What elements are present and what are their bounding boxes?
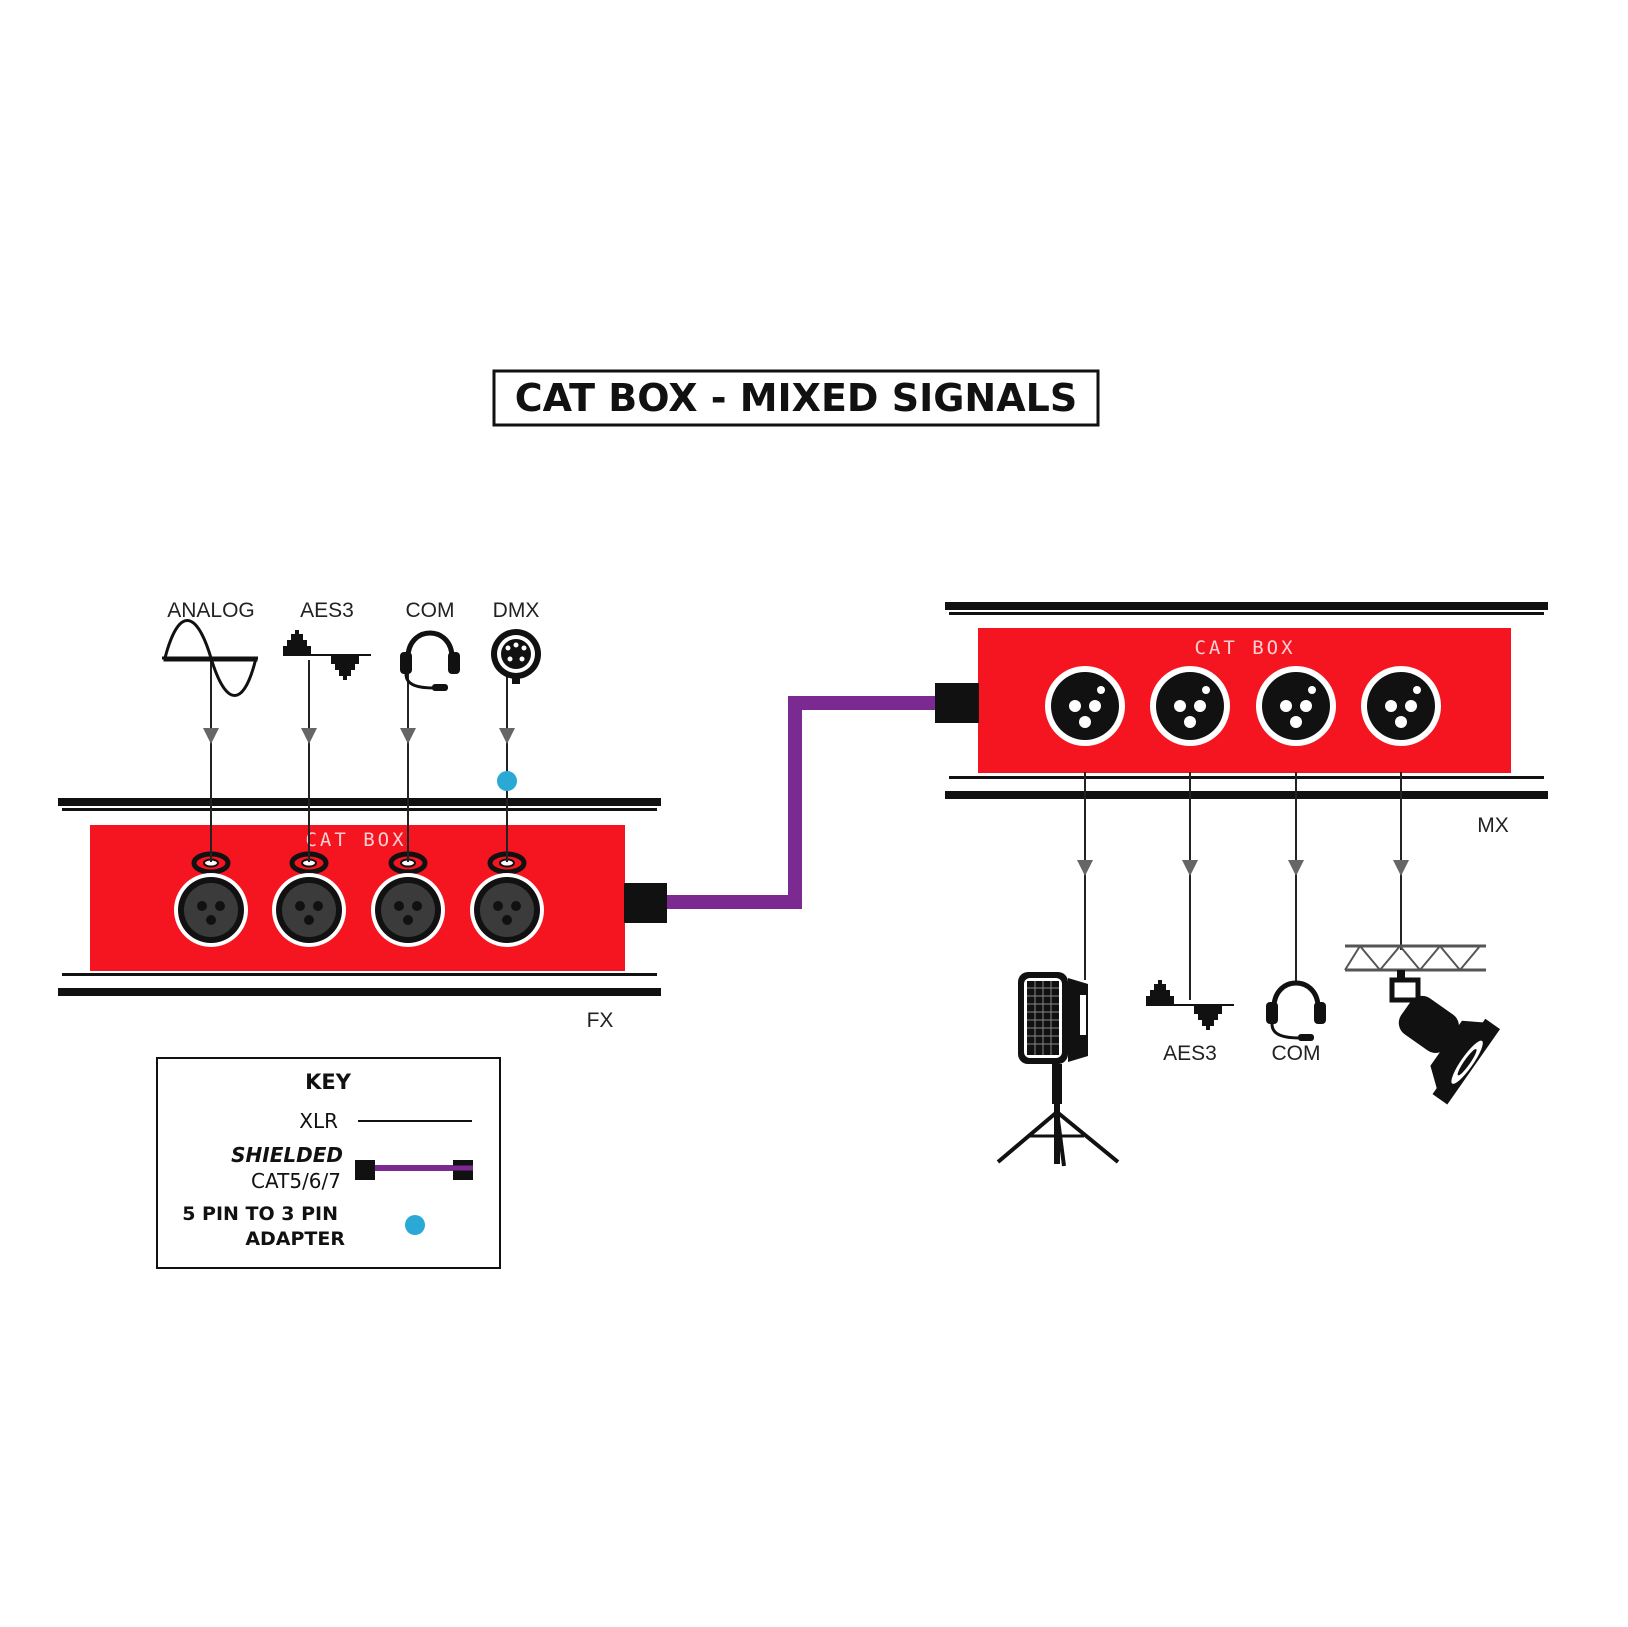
mx-xlr-jack-4 bbox=[1361, 666, 1441, 746]
arrow-down-out-2 bbox=[1182, 860, 1198, 876]
key-label-adapter-2: ADAPTER bbox=[245, 1228, 345, 1250]
shielded-cat-cable bbox=[667, 696, 938, 909]
fx-top-rail-inner bbox=[62, 808, 657, 811]
key-label-adapter-1: 5 PIN TO 3 PIN bbox=[182, 1203, 338, 1225]
key-label-xlr: XLR bbox=[299, 1109, 338, 1133]
mx-box-label: CAT BOX bbox=[1194, 637, 1295, 659]
key-label-shielded: SHIELDED bbox=[231, 1143, 343, 1167]
title-text: CAT BOX - MIXED SIGNALS bbox=[515, 376, 1077, 420]
input-label-aes3: AES3 bbox=[300, 599, 354, 622]
dmx-5pin-connector-icon bbox=[491, 629, 541, 684]
key-label-cat: CAT5/6/7 bbox=[251, 1169, 341, 1193]
key-title: KEY bbox=[305, 1070, 352, 1094]
stage-spotlight-on-truss-icon bbox=[1344, 944, 1501, 1105]
sine-wave-icon bbox=[163, 619, 258, 697]
fx-tag: FX bbox=[587, 1009, 614, 1032]
fx-ethernet-port bbox=[624, 883, 667, 923]
headset-icon bbox=[400, 633, 460, 691]
cat-cable bbox=[667, 696, 938, 909]
mx-bottom-rail bbox=[945, 791, 1548, 799]
input-label-analog: ANALOG bbox=[167, 599, 255, 622]
fx-bottom-rail bbox=[58, 988, 661, 996]
arrow-down-out-4 bbox=[1393, 860, 1409, 876]
input-label-com: COM bbox=[406, 599, 455, 622]
arrow-down-dmx bbox=[499, 728, 515, 744]
digital-signal-icon bbox=[283, 630, 371, 680]
mx-top-rail bbox=[945, 602, 1548, 610]
mx-xlr-jack-3 bbox=[1256, 666, 1336, 746]
fx-input-sources: ANALOG AES3 COM DMX bbox=[162, 599, 541, 697]
mx-cat-box: CAT BOX MX bbox=[935, 602, 1548, 837]
fx-input-cables bbox=[203, 660, 517, 862]
mx-xlr-jack-1 bbox=[1045, 666, 1125, 746]
fx-top-rail bbox=[58, 798, 661, 806]
mx-ethernet-port bbox=[935, 683, 979, 723]
arrow-down-analog bbox=[203, 728, 219, 744]
arrow-down-aes3 bbox=[301, 728, 317, 744]
mx-top-rail-inner bbox=[949, 612, 1544, 615]
title-frame bbox=[492, 369, 1100, 427]
dmx-adapter-dot bbox=[497, 771, 517, 791]
key-cat-cable-sample bbox=[355, 1160, 473, 1180]
mx-bottom-rail-inner bbox=[949, 776, 1544, 779]
output-label-com: COM bbox=[1272, 1042, 1321, 1065]
legend-key: KEY XLR SHIELDED CAT5/6/7 5 PIN TO 3 PIN… bbox=[156, 1057, 501, 1269]
key-adapter-dot bbox=[405, 1215, 425, 1235]
mx-xlr-jack-2 bbox=[1150, 666, 1230, 746]
fx-cat-box: CAT BOX FX bbox=[58, 798, 667, 1032]
arrow-down-out-1 bbox=[1077, 860, 1093, 876]
headset-icon-out bbox=[1266, 983, 1326, 1041]
fx-bottom-rail-inner bbox=[62, 973, 657, 976]
mx-tag: MX bbox=[1477, 814, 1509, 837]
diagram-title: CAT BOX - MIXED SIGNALS bbox=[492, 369, 1100, 427]
arrow-down-out-3 bbox=[1288, 860, 1304, 876]
key-frame bbox=[156, 1057, 501, 1269]
fx-box-label: CAT BOX bbox=[305, 829, 406, 851]
input-label-dmx: DMX bbox=[493, 599, 540, 622]
mx-output-cables bbox=[1077, 772, 1409, 1000]
arrow-down-com bbox=[400, 728, 416, 744]
mx-output-devices: AES3 COM bbox=[996, 944, 1501, 1167]
led-panel-light-on-stand-icon bbox=[996, 972, 1120, 1167]
output-label-aes3: AES3 bbox=[1163, 1042, 1217, 1065]
